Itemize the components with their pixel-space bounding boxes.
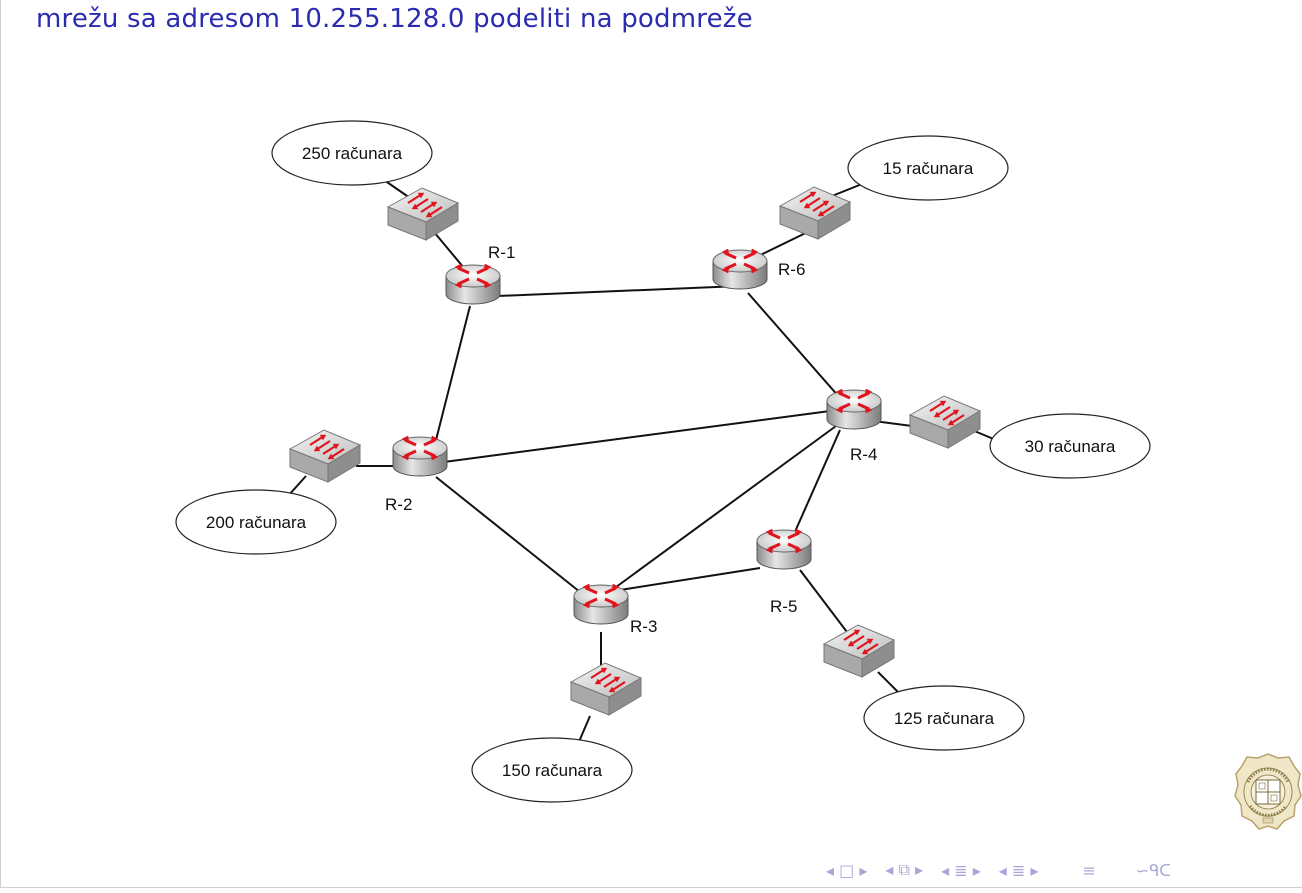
router-icon: [572, 582, 630, 626]
link-switch-net5: [877, 671, 899, 693]
slide-border: [0, 0, 1, 888]
router-label-r1: R-1: [488, 243, 515, 262]
network-200: 200 računara: [175, 489, 337, 555]
router-links: [435, 285, 841, 593]
router-label-r5: R-5: [770, 597, 797, 616]
network-label: 15 računara: [883, 159, 974, 178]
link-r6-r4: [747, 292, 841, 399]
router-label-r6: R-6: [778, 260, 805, 279]
network-30: 30 računara: [989, 413, 1151, 479]
router-label-r3: R-3: [630, 617, 657, 636]
router-icon: [444, 262, 502, 306]
section-icon[interactable]: ≣: [954, 860, 968, 880]
slide-title: mrežu sa adresom 10.255.128.0 podeliti n…: [36, 4, 753, 34]
switch-icon: [908, 394, 982, 450]
link-r3-r5: [619, 567, 761, 591]
network-125: 125 računara: [863, 685, 1025, 751]
nav-left-arrow-icon[interactable]: ◂: [826, 860, 835, 880]
nav-section[interactable]: ◂ ≣ ▸: [941, 861, 981, 880]
switch-icon: [386, 186, 460, 242]
network-label: 150 računara: [502, 761, 603, 780]
nav-right-arrow-icon[interactable]: ▸: [915, 860, 924, 879]
network-250: 250 računara: [271, 120, 433, 186]
link-r1-r2: [435, 305, 471, 441]
nav-subsection[interactable]: ◂ ⧉ ▸: [885, 860, 923, 880]
link-r5-switch: [799, 569, 851, 637]
university-seal: [1234, 753, 1302, 830]
router-icon: [825, 387, 883, 431]
frame-icon[interactable]: □: [839, 860, 855, 880]
switch-icon: [288, 428, 362, 484]
link-r1-r6: [473, 285, 741, 298]
nav-right-arrow-icon[interactable]: ▸: [1030, 860, 1039, 880]
nav-part[interactable]: ◂ ≣ ▸: [999, 861, 1039, 880]
nav-right-arrow-icon[interactable]: ▸: [859, 860, 868, 880]
toc-icon[interactable]: ≡: [1082, 860, 1096, 880]
slide-border: [0, 887, 1302, 888]
nav-frame[interactable]: ◂ □ ▸: [826, 861, 867, 880]
beamer-navigation: ◂ □ ▸ ◂ ⧉ ▸ ◂ ≣ ▸ ◂ ≣ ▸ ≡ ∽ᑫᑕ: [826, 858, 1302, 882]
router-label-r2: R-2: [385, 495, 412, 514]
nav-left-arrow-icon[interactable]: ◂: [941, 860, 950, 880]
network-label: 30 računara: [1025, 437, 1116, 456]
network-150: 150 računara: [471, 737, 633, 803]
link-r5-r4: [793, 429, 841, 535]
switch-icon: [778, 185, 852, 241]
network-label: 200 računara: [206, 513, 307, 532]
subsection-icon[interactable]: ⧉: [898, 860, 910, 879]
router-label-r4: R-4: [850, 445, 877, 464]
link-r2-r4: [443, 410, 831, 463]
switch-icon: [822, 623, 896, 679]
search-icon[interactable]: ∽ᑫᑕ: [1135, 860, 1171, 880]
network-label: 250 računara: [302, 144, 403, 163]
router-icon: [755, 527, 813, 571]
link-switch-net1: [383, 179, 411, 199]
router-icon: [711, 247, 769, 291]
link-switch-net6: [831, 183, 863, 197]
nav-right-arrow-icon[interactable]: ▸: [972, 860, 981, 880]
link-r2-r3: [435, 476, 581, 593]
link-r3-r4: [611, 425, 837, 591]
router-icon: [391, 434, 449, 478]
network-label: 125 računara: [894, 709, 995, 728]
nav-left-arrow-icon[interactable]: ◂: [885, 860, 894, 879]
network-15: 15 računara: [847, 135, 1009, 201]
nav-left-arrow-icon[interactable]: ◂: [998, 860, 1007, 880]
part-icon[interactable]: ≣: [1011, 860, 1026, 880]
switch-icon: [569, 661, 643, 717]
